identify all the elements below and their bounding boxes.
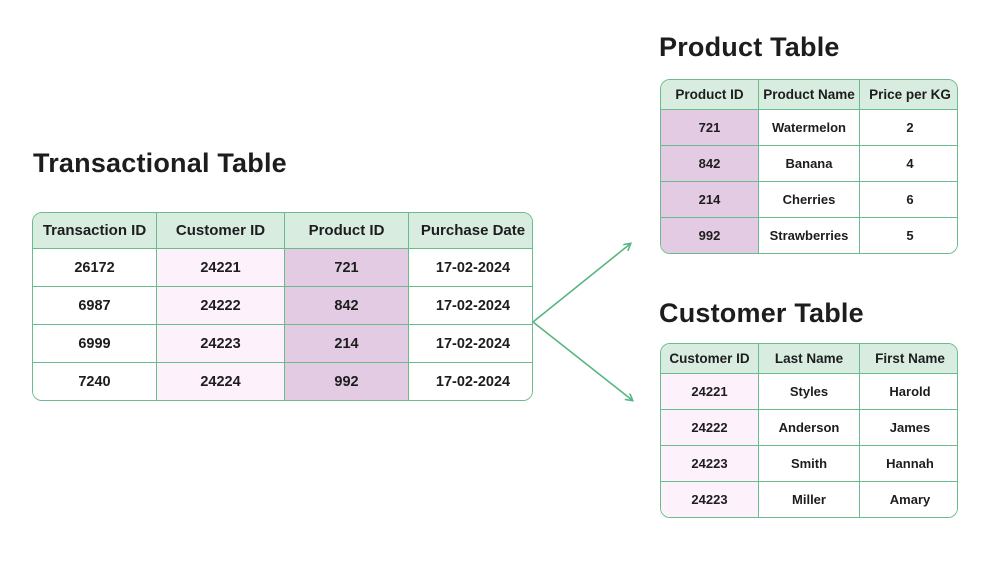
table-cell: 4 bbox=[859, 145, 957, 182]
column-header: Customer ID bbox=[156, 213, 285, 249]
table-cell: Harold bbox=[859, 373, 957, 410]
table-cell: 214 bbox=[661, 181, 759, 218]
arrow-to-customer-table bbox=[532, 321, 632, 400]
table-cell: 5 bbox=[859, 217, 957, 253]
table-cell: James bbox=[859, 409, 957, 446]
table-cell: 17-02-2024 bbox=[408, 286, 532, 325]
relationship-arrows bbox=[532, 228, 680, 418]
table-cell: Anderson bbox=[758, 409, 860, 446]
column-header: First Name bbox=[859, 344, 957, 374]
table-cell: 6987 bbox=[33, 286, 157, 325]
table-cell: 24221 bbox=[156, 248, 285, 287]
product-table-title: Product Table bbox=[659, 32, 840, 62]
table-cell: Hannah bbox=[859, 445, 957, 482]
table-cell: Strawberries bbox=[758, 217, 860, 253]
table-cell: 24221 bbox=[661, 373, 759, 410]
table-cell: 24223 bbox=[661, 445, 759, 482]
column-header: Transaction ID bbox=[33, 213, 157, 249]
table-cell: Smith bbox=[758, 445, 860, 482]
column-header: Last Name bbox=[758, 344, 860, 374]
column-header: Price per KG bbox=[859, 80, 957, 110]
table-cell: Watermelon bbox=[758, 109, 860, 146]
table-cell: 7240 bbox=[33, 362, 157, 400]
table-cell: 24223 bbox=[661, 481, 759, 517]
column-header: Product ID bbox=[661, 80, 759, 110]
column-header: Purchase Date bbox=[408, 213, 532, 249]
column-header: Customer ID bbox=[661, 344, 759, 374]
table-cell: 17-02-2024 bbox=[408, 324, 532, 363]
table-cell: Amary bbox=[859, 481, 957, 517]
table-cell: 842 bbox=[661, 145, 759, 182]
arrow-to-product-table bbox=[532, 244, 630, 323]
table-cell: 992 bbox=[661, 217, 759, 253]
customer-table-title: Customer Table bbox=[659, 298, 864, 328]
table-cell: 24224 bbox=[156, 362, 285, 400]
table-cell: 721 bbox=[661, 109, 759, 146]
table-cell: 17-02-2024 bbox=[408, 362, 532, 400]
table-cell: 2 bbox=[859, 109, 957, 146]
table-cell: 214 bbox=[284, 324, 409, 363]
table-cell: Banana bbox=[758, 145, 860, 182]
table-cell: 24222 bbox=[156, 286, 285, 325]
table-cell: Styles bbox=[758, 373, 860, 410]
table-cell: 17-02-2024 bbox=[408, 248, 532, 287]
column-header: Product ID bbox=[284, 213, 409, 249]
table-cell: 842 bbox=[284, 286, 409, 325]
table-cell: 6 bbox=[859, 181, 957, 218]
table-cell: 26172 bbox=[33, 248, 157, 287]
table-cell: 992 bbox=[284, 362, 409, 400]
table-cell: 6999 bbox=[33, 324, 157, 363]
table-cell: Cherries bbox=[758, 181, 860, 218]
table-cell: 721 bbox=[284, 248, 409, 287]
table-cell: 24223 bbox=[156, 324, 285, 363]
table-cell: Miller bbox=[758, 481, 860, 517]
transactional-table-title: Transactional Table bbox=[33, 148, 287, 178]
column-header: Product Name bbox=[758, 80, 860, 110]
